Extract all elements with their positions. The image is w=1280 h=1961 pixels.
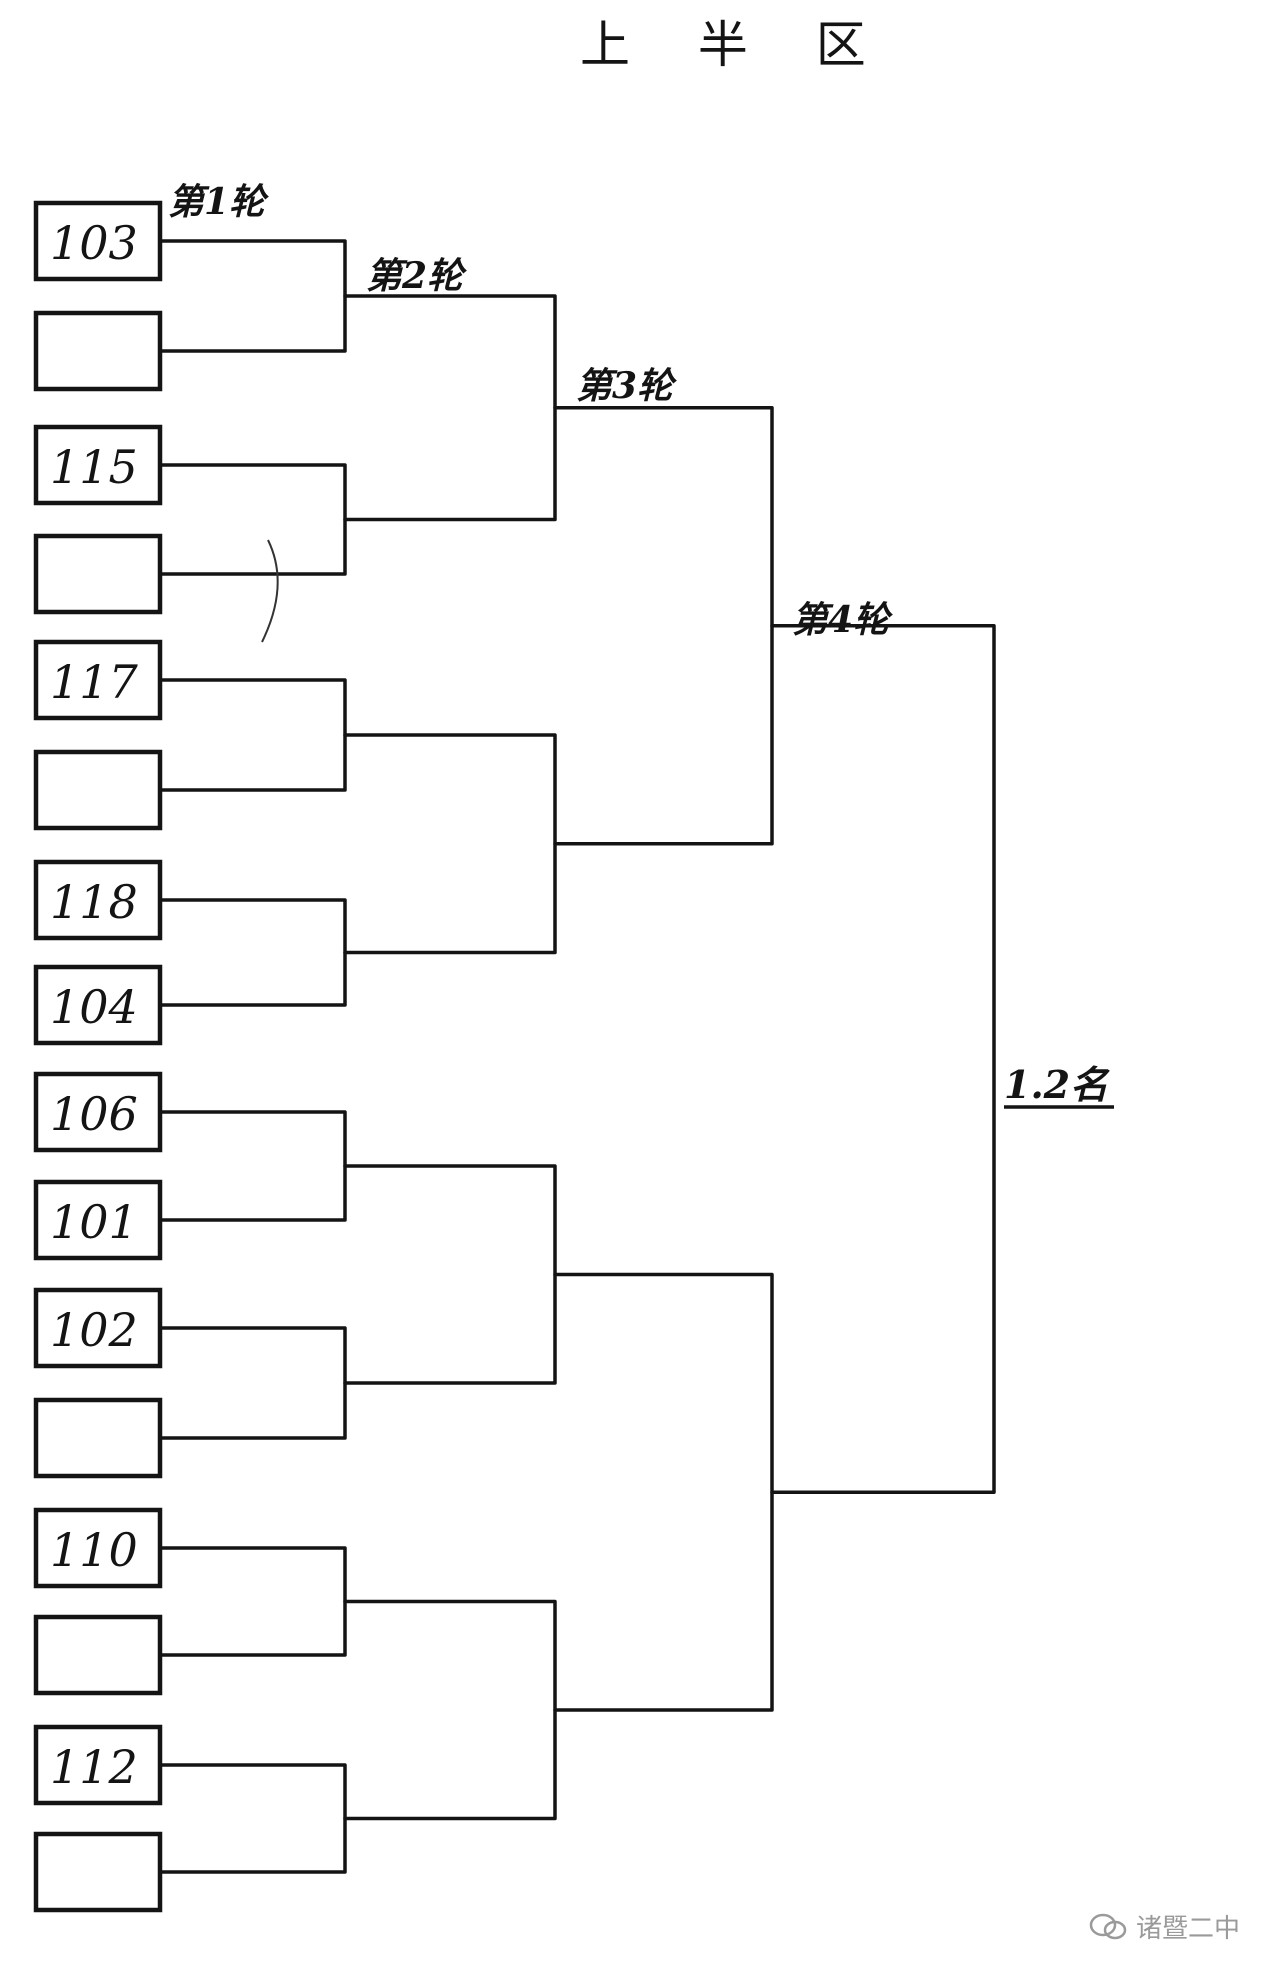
round-2-connector <box>343 1164 557 1385</box>
round-1-connector <box>158 1326 347 1440</box>
team-slot-box <box>33 310 163 392</box>
team-slot: 106 <box>33 1071 163 1153</box>
round-1-connector <box>158 1763 347 1874</box>
team-slot <box>33 749 163 831</box>
team-slot: 117 <box>33 639 163 721</box>
round-4-connector <box>770 624 996 1494</box>
team-number: 106 <box>50 1087 138 1141</box>
team-slot: 104 <box>33 964 163 1046</box>
team-slot-box <box>33 1397 163 1479</box>
team-slot: 118 <box>33 859 163 941</box>
team-slot-box <box>33 1179 163 1261</box>
team-number: 112 <box>50 1740 138 1794</box>
round-1-connector <box>158 678 347 792</box>
team-slot <box>33 310 163 392</box>
watermark: 诸暨二中 <box>1088 1908 1240 1945</box>
round-3-connector <box>553 406 774 846</box>
round-2-connector <box>343 294 557 522</box>
team-number: 118 <box>50 875 138 929</box>
team-slot-box <box>33 1724 163 1806</box>
team-slot-box <box>33 1614 163 1696</box>
team-number: 103 <box>50 216 138 270</box>
team-slot: 101 <box>33 1179 163 1261</box>
team-slot-box <box>33 1831 163 1913</box>
team-slot: 115 <box>33 424 163 506</box>
team-slot-box <box>33 200 163 282</box>
team-slot <box>33 1614 163 1696</box>
team-slot-box <box>33 533 163 615</box>
round-1-connector <box>158 1546 347 1657</box>
team-slot-box <box>33 1507 163 1589</box>
bracket-lines <box>158 239 996 1874</box>
round-4-label: 第4轮 <box>792 599 893 641</box>
round-2-label: 第2轮 <box>366 255 467 297</box>
round-1-connector <box>158 898 347 1007</box>
final-label: 1.2名 <box>1004 1062 1110 1107</box>
round-2-connector <box>343 733 557 955</box>
team-slot-box <box>33 1071 163 1153</box>
team-slot-box <box>33 859 163 941</box>
team-slot <box>33 533 163 615</box>
team-slot-box <box>33 1287 163 1369</box>
round-1-connector <box>158 239 347 353</box>
bracket-title: 上 半 区 <box>580 16 892 74</box>
team-slot: 102 <box>33 1287 163 1369</box>
team-number: 115 <box>50 440 138 494</box>
team-number: 110 <box>50 1523 138 1577</box>
team-slot: 112 <box>33 1724 163 1806</box>
watermark-text: 诸暨二中 <box>1135 1914 1240 1944</box>
round-2-connector <box>343 1599 557 1821</box>
team-slot-box <box>33 424 163 506</box>
team-number: 117 <box>50 655 139 709</box>
round-3-connector <box>553 1272 774 1712</box>
team-slot: 110 <box>33 1507 163 1589</box>
round-1-connector <box>158 1110 347 1222</box>
team-slot: 103 <box>33 200 163 282</box>
team-number: 104 <box>50 980 138 1034</box>
team-slot-box <box>33 749 163 831</box>
round-1-connector <box>158 463 347 576</box>
team-slots: 103 115 117 118 104 106 101 102 110 112 <box>33 200 163 1913</box>
team-slot <box>33 1397 163 1479</box>
stray-mark <box>261 539 279 643</box>
round-1-label: 第1轮 <box>168 181 269 223</box>
team-slot-box <box>33 964 163 1046</box>
team-number: 101 <box>50 1195 138 1249</box>
chat-bubble-icon <box>1089 1913 1127 1939</box>
team-number: 102 <box>50 1303 138 1357</box>
round-3-label: 第3轮 <box>576 365 677 407</box>
team-slot-box <box>33 639 163 721</box>
team-slot <box>33 1831 163 1913</box>
